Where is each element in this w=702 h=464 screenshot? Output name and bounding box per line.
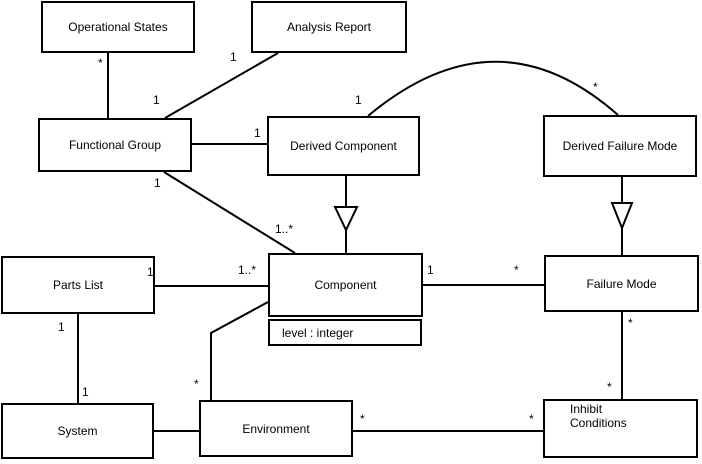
multiplicity-component-end-functional-group: 1..* [275,222,294,236]
class-box-inhibit-conditions: Inhibit Conditions [543,399,698,458]
class-box-component: Component [268,253,423,317]
class-box-component-attribute: level : integer [268,319,422,346]
multiplicity-derived-failure-mode-end-arc: * [593,80,598,94]
class-box-derived-component: Derived Component [267,116,420,176]
class-label-parts-list: Parts List [52,278,103,292]
class-label-component: Component [314,278,377,292]
multiplicity-inhibit-conditions-end-environment: * [529,412,534,426]
multiplicity-parts-list-end-component: 1 [147,265,154,279]
class-box-failure-mode: Failure Mode [544,255,699,312]
class-label-operational-states: Operational States [68,20,168,34]
multiplicity-operational-states-end: * [98,56,103,70]
multiplicity-failure-mode-end-inhibit-conditions: * [628,316,633,330]
class-box-parts-list: Parts List [1,256,155,314]
class-box-functional-group: Functional Group [38,118,192,172]
class-label-derived-component: Derived Component [290,139,397,153]
multiplicity-environment-end-inhibit-conditions: * [360,412,365,426]
class-label-component-attribute: level : integer [282,325,354,340]
multiplicity-inhibit-conditions-end-failure-mode: * [607,380,612,394]
multiplicity-component-end-parts-list: 1..* [238,263,257,277]
multiplicity-derived-component-end-arc: 1 [355,93,362,107]
multiplicity-functional-group-end-analysis-report: 1 [153,93,160,107]
multiplicity-system-end-parts-list: 1 [82,385,89,399]
assoc-functional-group--component [163,171,296,254]
class-box-operational-states: Operational States [41,1,195,53]
class-label-failure-mode: Failure Mode [586,276,657,291]
multiplicity-failure-mode-end-component: * [514,263,519,277]
class-label-functional-group: Functional Group [68,138,162,152]
multiplicity-derived-component-end-functional-group: 1 [254,126,261,140]
gen-arrow-component [333,206,359,233]
assoc-functional-group--analysis-report [164,52,279,119]
class-box-system: System [1,403,154,459]
class-label-environment: Environment [242,421,310,436]
class-box-derived-failure-mode: Derived Failure Mode [543,115,697,177]
class-label-system: System [57,424,98,438]
multiplicity-parts-list-end-system: 1 [58,320,65,334]
class-label-derived-failure-mode: Derived Failure Mode [562,139,678,153]
class-box-environment: Environment [199,400,353,457]
multiplicity-environment-end-component: * [194,377,199,391]
multiplicity-analysis-report-end: 1 [230,50,237,64]
class-box-analysis-report: Analysis Report [251,1,407,53]
class-label-inhibit-conditions: Inhibit Conditions [570,402,627,430]
class-label-analysis-report: Analysis Report [286,20,372,34]
assoc-derived-component--derived-failure-mode-arc [367,60,619,117]
assoc-environment--component [210,301,269,400]
gen-arrow-failure-mode [610,202,634,231]
multiplicity-component-end-failure-mode: 1 [427,263,434,277]
multiplicity-functional-group-end-component: 1 [154,176,161,190]
